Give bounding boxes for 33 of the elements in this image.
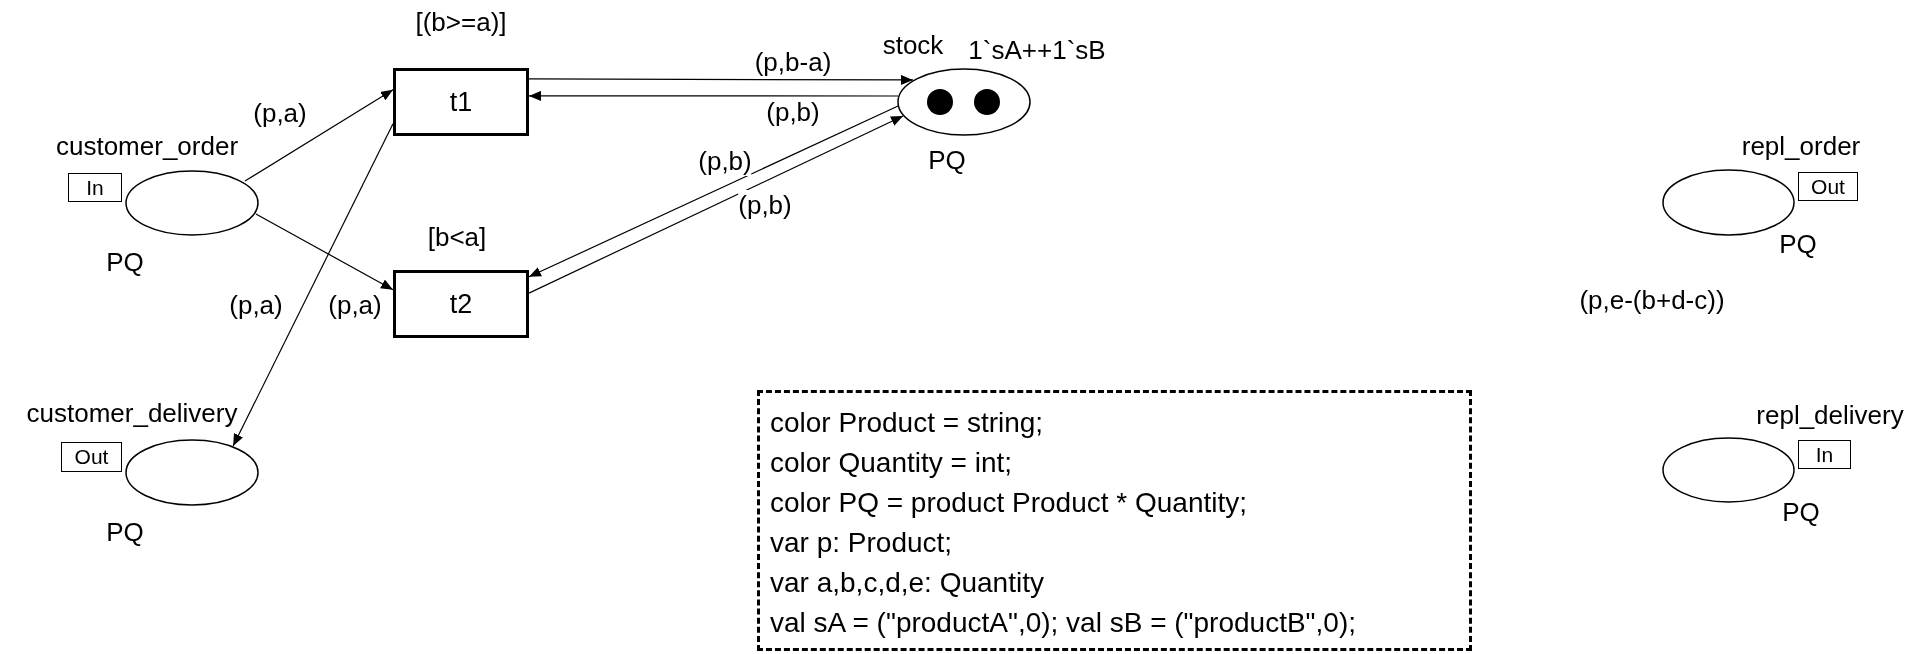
arc-arrow xyxy=(255,213,394,291)
color-set-label: PQ xyxy=(1779,229,1817,259)
arc-inscription: (p,e-(b+d-c)) xyxy=(1579,285,1725,315)
color-set-label: PQ xyxy=(928,145,966,175)
guard-label: [(b>=a)] xyxy=(415,7,507,37)
arc-arrow xyxy=(244,89,394,182)
arc-arrow xyxy=(232,123,394,447)
place-name: customer_order xyxy=(55,131,239,161)
declaration-line: color PQ = product Product * Quantity; xyxy=(770,486,1247,520)
place-name: repl_delivery xyxy=(1756,400,1904,430)
port-tag: Out xyxy=(61,442,122,472)
declarations-box xyxy=(757,390,1472,651)
declaration-line: var p: Product; xyxy=(770,526,953,560)
arc-arrow xyxy=(528,74,914,85)
guard-label: [b<a] xyxy=(427,222,487,252)
arc-arrow xyxy=(528,90,899,101)
transition-box: t2 xyxy=(393,270,529,338)
port-tag: In xyxy=(68,173,122,202)
port-tag: Out xyxy=(1798,172,1858,201)
color-set-label: PQ xyxy=(106,247,144,277)
place-name: stock xyxy=(882,30,944,60)
arc-inscription: (p,b) xyxy=(738,190,792,220)
color-set-label: PQ xyxy=(1782,497,1820,527)
declaration-line: color Quantity = int; xyxy=(770,446,1012,480)
declaration-line: val sA = ("productA",0); val sB = ("productB",0); xyxy=(770,606,1356,640)
color-set-label: PQ xyxy=(106,517,144,547)
transition-box: t1 xyxy=(393,68,529,136)
port-tag: In xyxy=(1798,440,1851,469)
declaration-line: var a,b,c,d,e: Quantity xyxy=(770,566,1044,600)
declaration-line: color Product = string; xyxy=(770,406,1044,440)
place-name: customer_delivery xyxy=(26,398,238,428)
initial-marking-label: 1`sA++1`sB xyxy=(968,35,1106,65)
place-name: repl_order xyxy=(1741,131,1861,161)
